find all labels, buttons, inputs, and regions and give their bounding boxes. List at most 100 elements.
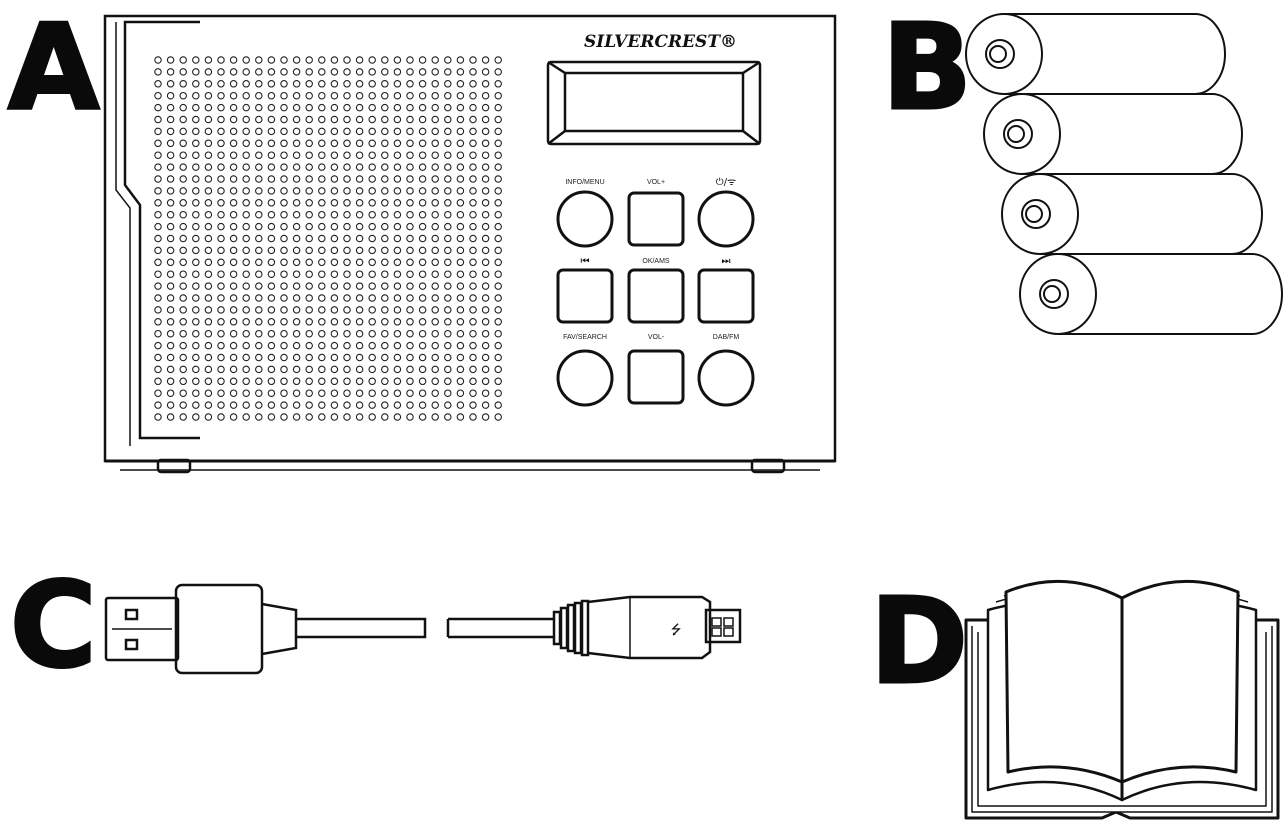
speaker-hole: [406, 115, 414, 124]
speaker-hole: [192, 306, 200, 314]
speaker-hole: [217, 329, 225, 338]
speaker-hole: [469, 318, 477, 326]
speaker-hole: [469, 175, 477, 183]
speaker-hole: [305, 282, 313, 290]
speaker-hole: [431, 282, 439, 290]
speaker-hole: [368, 68, 376, 76]
speaker-hole: [179, 103, 187, 112]
speaker-hole: [343, 56, 351, 64]
speaker-hole: [267, 68, 276, 76]
speaker-hole: [154, 353, 162, 362]
speaker-hole: [242, 294, 250, 302]
speaker-hole: [368, 270, 376, 278]
speaker-hole: [456, 175, 465, 183]
speaker-hole: [154, 401, 162, 409]
speaker-hole: [305, 341, 313, 350]
speaker-hole: [444, 139, 452, 148]
speaker-hole: [179, 294, 187, 302]
speaker-hole: [494, 413, 502, 421]
speaker-hole: [318, 365, 326, 374]
speaker-hole: [494, 163, 502, 171]
speaker-hole: [318, 222, 326, 231]
speaker-hole: [217, 246, 225, 255]
speaker-hole: [330, 306, 339, 314]
speaker-hole: [192, 294, 200, 302]
speaker-hole: [494, 282, 502, 290]
speaker-hole: [255, 68, 263, 76]
speaker-hole: [255, 187, 263, 195]
speaker-hole: [456, 341, 465, 350]
speaker-hole: [204, 115, 213, 124]
speaker-hole: [406, 103, 414, 112]
speaker-hole: [381, 318, 389, 326]
speaker-hole: [204, 353, 213, 362]
speaker-hole: [242, 341, 250, 350]
speaker-hole: [179, 341, 187, 350]
speaker-hole: [343, 187, 351, 195]
speaker-hole: [242, 151, 250, 159]
speaker-hole: [292, 115, 301, 124]
speaker-hole: [330, 199, 339, 207]
speaker-hole: [343, 91, 351, 100]
speaker-hole: [179, 329, 187, 338]
speaker-hole: [381, 56, 389, 64]
speaker-hole: [255, 353, 263, 362]
speaker-hole: [456, 222, 465, 231]
speaker-hole: [166, 413, 175, 421]
speaker-hole: [381, 246, 389, 255]
speaker-hole: [217, 377, 225, 386]
speaker-hole: [179, 80, 187, 88]
speaker-hole: [494, 306, 502, 314]
speaker-hole: [154, 80, 162, 88]
speaker-hole: [406, 68, 414, 76]
speaker-hole: [368, 91, 376, 100]
speaker-hole: [318, 56, 326, 64]
speaker-hole: [418, 68, 427, 76]
speaker-hole: [355, 210, 364, 219]
speaker-hole: [217, 389, 225, 397]
speaker-hole: [381, 294, 389, 302]
speaker-hole: [154, 151, 162, 159]
speaker-hole: [318, 103, 326, 112]
speaker-hole: [305, 175, 313, 183]
speaker-hole: [406, 139, 414, 148]
speaker-hole: [469, 282, 477, 290]
speaker-hole: [456, 365, 465, 374]
speaker-hole: [255, 56, 263, 64]
speaker-hole: [242, 56, 250, 64]
speaker-hole: [166, 377, 175, 386]
speaker-hole: [481, 187, 490, 195]
speaker-hole: [166, 258, 175, 267]
speaker-hole: [292, 163, 301, 171]
speaker-hole: [444, 210, 452, 219]
speaker-hole: [318, 210, 326, 219]
speaker-hole: [431, 175, 439, 183]
speaker-hole: [166, 187, 175, 195]
speaker-hole: [192, 377, 200, 386]
battery-4: [1019, 253, 1283, 335]
speaker-hole: [456, 187, 465, 195]
speaker-hole: [381, 377, 389, 386]
speaker-hole: [192, 187, 200, 195]
speaker-hole: [355, 258, 364, 267]
speaker-hole: [229, 103, 238, 112]
speaker-hole: [192, 329, 200, 338]
speaker-hole: [154, 103, 162, 112]
speaker-hole: [469, 258, 477, 267]
speaker-hole: [343, 163, 351, 171]
speaker-hole: [292, 234, 301, 243]
speaker-hole: [343, 306, 351, 314]
speaker-hole: [406, 377, 414, 386]
speaker-hole: [444, 68, 452, 76]
speaker-hole: [204, 151, 213, 159]
speaker-hole: [204, 341, 213, 350]
speaker-hole: [418, 103, 427, 112]
speaker-hole: [406, 341, 414, 350]
speaker-hole: [343, 222, 351, 231]
speaker-hole: [166, 103, 175, 112]
speaker-hole: [456, 258, 465, 267]
speaker-hole: [267, 199, 276, 207]
speaker-hole: [229, 306, 238, 314]
speaker-hole: [217, 68, 225, 76]
speaker-hole: [192, 353, 200, 362]
